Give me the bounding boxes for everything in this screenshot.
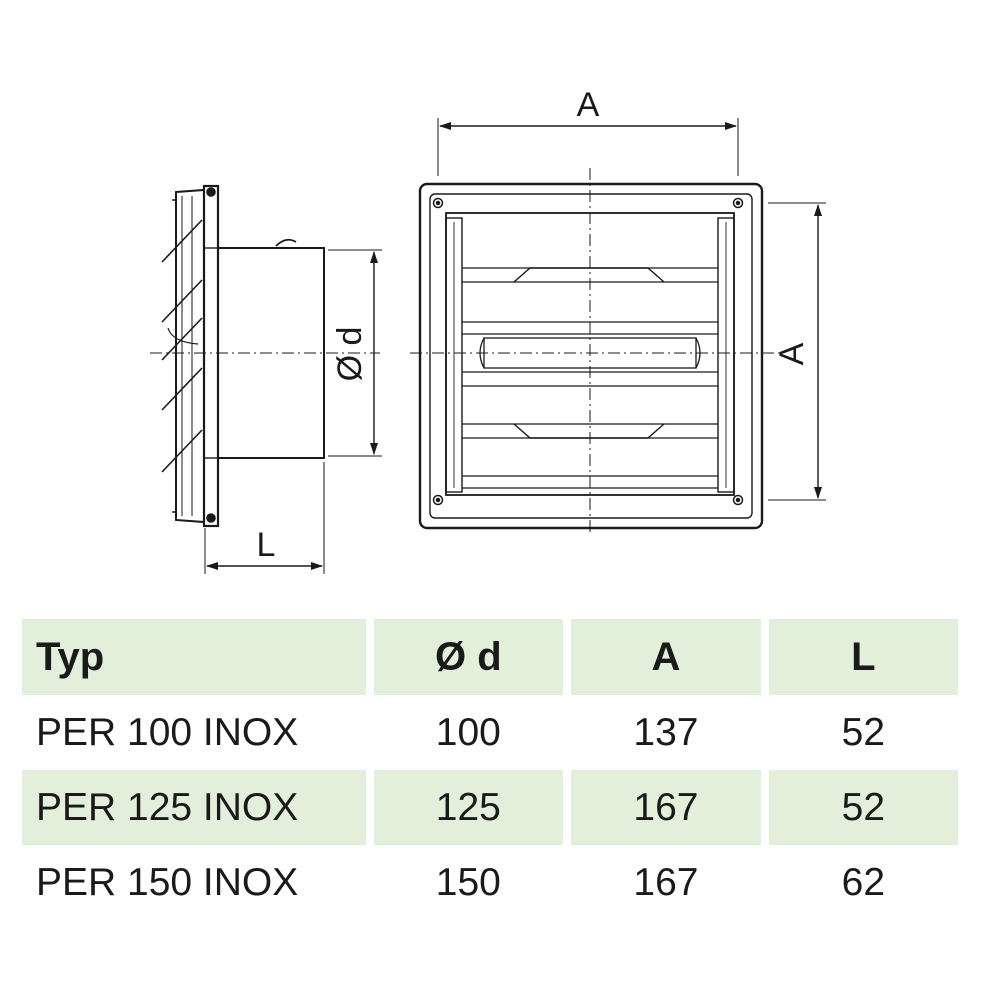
cell-l: 52 [841, 710, 886, 754]
cell-a: 167 [633, 860, 699, 904]
dim-d-label: Ø d [331, 327, 369, 382]
cell-typ: PER 150 INOX [36, 860, 299, 904]
cell-a: 167 [571, 770, 761, 845]
header-typ: Typ [22, 619, 366, 695]
cell-l: 52 [768, 770, 958, 845]
side-hood-outline [175, 188, 205, 524]
cell-diameter: 100 [435, 710, 501, 754]
cell-l: 62 [841, 860, 886, 904]
cell-diameter: 150 [435, 860, 501, 904]
side-flange [202, 184, 220, 528]
table-row: PER 100 INOX 100 137 52 [22, 695, 958, 770]
duct-arc-bottom [513, 423, 665, 439]
front-view [410, 118, 826, 534]
table-row: PER 150 INOX 150 167 62 [22, 845, 958, 920]
dim-A-side-label: A [773, 342, 811, 365]
header-a: A [571, 619, 761, 695]
side-louver-blades [161, 219, 203, 473]
table-row: PER 125 INOX 125 167 52 [22, 770, 958, 845]
duct-arc-top [513, 267, 665, 283]
header-l: L [768, 619, 958, 695]
technical-drawing: Ø d L [150, 86, 826, 574]
cell-diameter: 125 [373, 770, 564, 845]
table-header-row: Typ Ø d A L [22, 619, 958, 695]
side-duct-spigot [218, 247, 325, 459]
dim-L-label: L [257, 526, 276, 564]
dim-A-top-label: A [577, 86, 600, 124]
side-view [150, 184, 382, 574]
cell-typ: PER 125 INOX [22, 770, 366, 845]
cell-a: 137 [633, 710, 699, 754]
header-diameter: Ø d [373, 619, 564, 695]
cell-typ: PER 100 INOX [36, 710, 299, 754]
front-outer-frame [418, 182, 764, 530]
spec-table: Typ Ø d A L PER 100 INOX 100 137 52 PER … [14, 619, 966, 920]
frame-screws [432, 197, 744, 506]
